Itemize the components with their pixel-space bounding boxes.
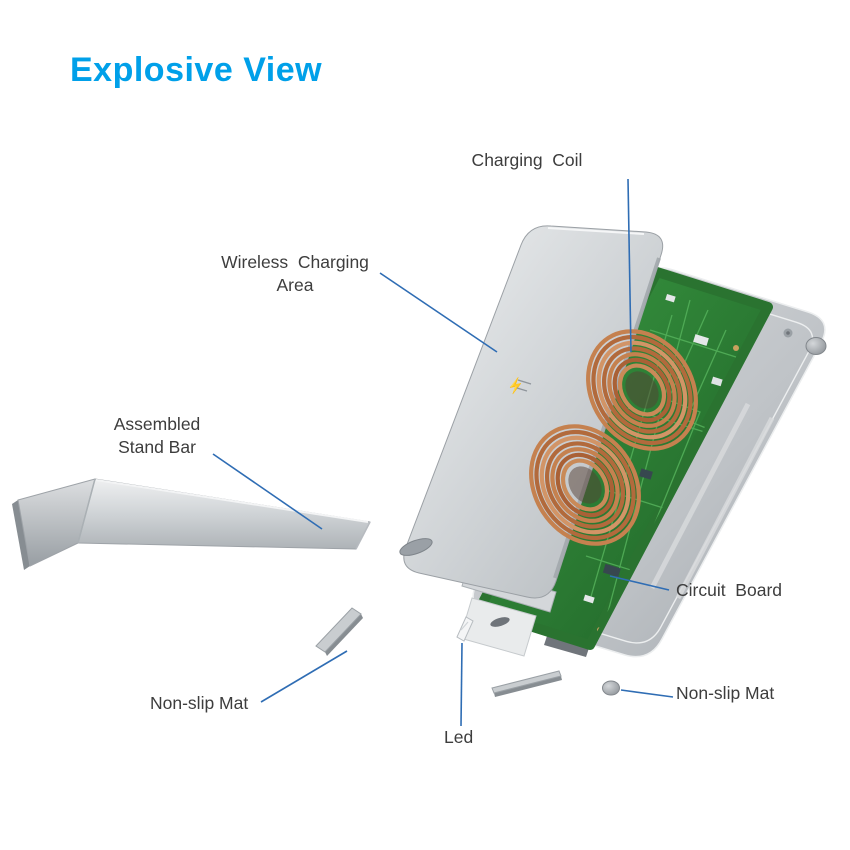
label-led: Led [444, 727, 474, 747]
label-wireless-charging-area: Wireless Charging Area [221, 252, 369, 296]
leader-circuit-board [609, 575, 670, 591]
label-charging-coil: Charging Coil [471, 150, 583, 170]
non-slip-mat-right-part [491, 670, 562, 697]
screw-head [786, 331, 790, 335]
led-part [456, 616, 474, 642]
leader-charging-coil [627, 178, 632, 353]
label-assembled-stand-bar: Assembled Stand Bar [113, 414, 201, 458]
leader-mat-left [260, 650, 348, 703]
charging-coil-upper [586, 329, 698, 451]
leader-lines [212, 178, 674, 727]
leader-wireless-area [379, 272, 498, 353]
leader-mat-right [620, 689, 674, 698]
stand-slot [399, 538, 433, 556]
rubber-foot [805, 337, 827, 355]
leader-stand-bar [212, 453, 323, 530]
label-circuit-board: Circuit Board [676, 580, 783, 600]
housing-ribs [649, 402, 775, 600]
stand-bar-part [12, 478, 371, 570]
rubber-foot [602, 680, 620, 696]
label-non-slip-mat-left: Non-slip Mat [150, 693, 249, 713]
charging-coil-lower [529, 424, 641, 546]
plate-top-highlight [547, 227, 645, 235]
non-slip-mat-left-part [315, 607, 363, 656]
charging-mark-icon: ⚡ [505, 376, 532, 396]
leader-led [460, 642, 463, 727]
label-non-slip-mat-right: Non-slip Mat [676, 683, 775, 703]
page-title: Explosive View [70, 50, 323, 89]
